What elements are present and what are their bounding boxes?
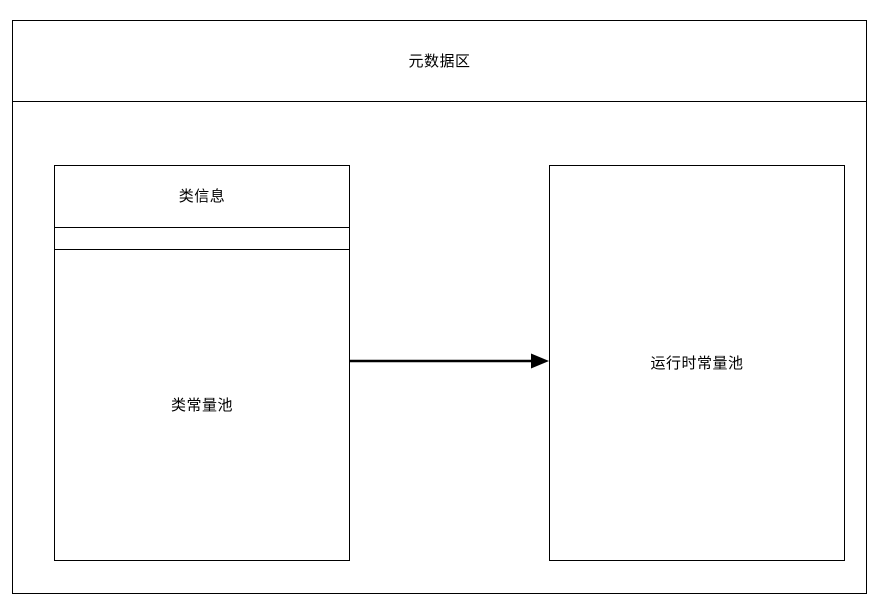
- class-info-label: 类信息: [178, 187, 226, 205]
- metadata-area-title-cell: 元数据区: [13, 21, 866, 102]
- class-spacer-cell: [55, 228, 349, 250]
- runtime-constant-pool-box: 运行时常量池: [549, 165, 845, 561]
- class-constant-pool-label: 类常量池: [170, 395, 233, 414]
- class-constant-pool-cell: 类常量池: [55, 250, 349, 560]
- arrow-class-pool-to-runtime-pool: [349, 353, 549, 369]
- runtime-constant-pool-label: 运行时常量池: [650, 353, 744, 372]
- arrow-head-icon: [531, 353, 549, 369]
- metadata-area-title: 元数据区: [408, 51, 471, 70]
- metadata-area-container: 元数据区 类信息 类常量池 运行时常量池: [12, 20, 867, 594]
- class-info-cell: 类信息: [55, 166, 349, 228]
- class-box: 类信息 类常量池: [54, 165, 350, 561]
